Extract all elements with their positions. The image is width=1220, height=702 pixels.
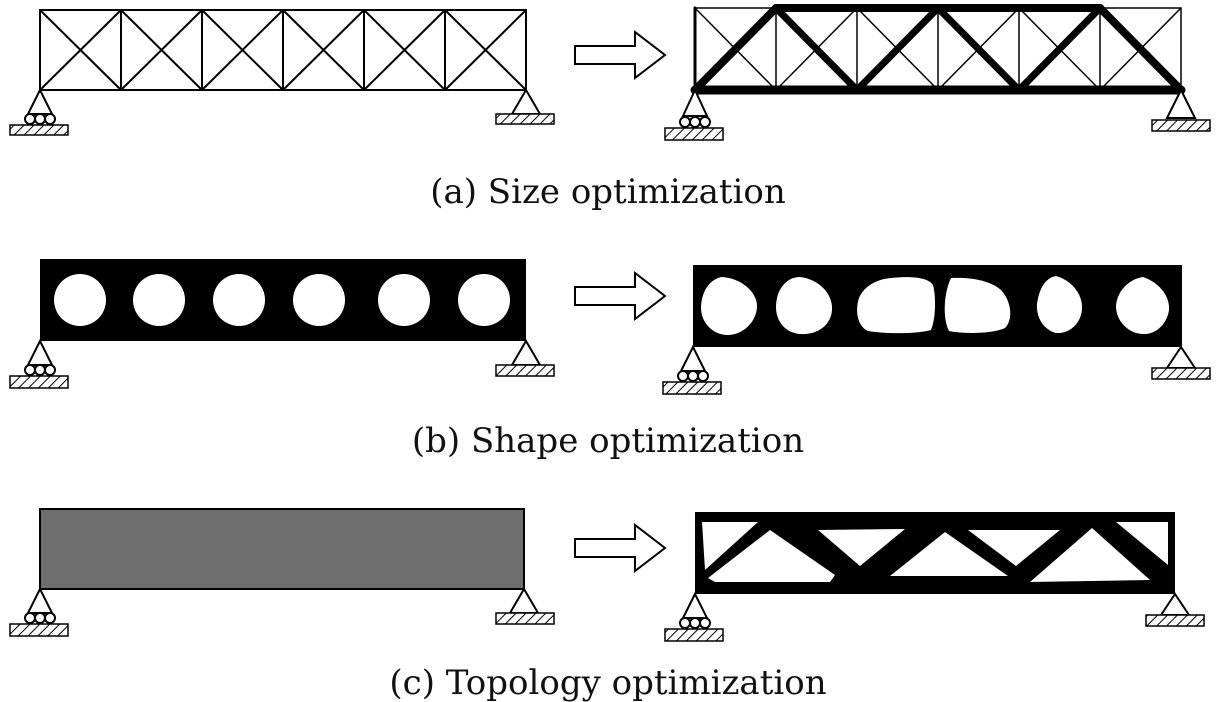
reshaped-hole: [1036, 276, 1083, 334]
caption-b: (b) Shape optimization: [412, 421, 804, 461]
arrow-icon: [574, 270, 667, 322]
circular-hole: [213, 274, 265, 326]
panel-a-before-truss: [39, 9, 527, 91]
panel-a: (a) Size optimization: [9, 4, 1211, 212]
reshaped-hole: [944, 277, 1011, 333]
void-region: [890, 532, 1008, 576]
thick-members: [690, 4, 1186, 95]
panel-b-after-beam: [693, 265, 1182, 347]
pin-support: [1151, 345, 1211, 380]
pin-support: [1145, 592, 1205, 627]
caption-c: (c) Topology optimization: [389, 663, 826, 702]
pin-support: [495, 88, 555, 125]
roller-support: [664, 87, 724, 141]
reshaped-hole: [776, 277, 833, 335]
roller-support: [9, 586, 69, 637]
panel-b-before-beam: [40, 259, 526, 341]
circular-hole: [133, 274, 185, 326]
circular-hole: [378, 274, 430, 326]
panel-c-after-layout: [695, 512, 1175, 594]
roller-support: [662, 344, 722, 395]
void-region: [1116, 522, 1168, 565]
reshaped-hole: [1116, 277, 1170, 335]
design-domain: [39, 508, 525, 590]
void-region: [702, 522, 758, 570]
reshaped-hole: [857, 277, 936, 334]
pin-support: [1151, 87, 1211, 132]
circular-hole: [458, 274, 510, 326]
pin-support: [495, 587, 555, 625]
pin-support: [495, 339, 555, 377]
roller-support: [664, 591, 724, 642]
panel-c: (c) Topology optimization: [9, 508, 1205, 702]
circular-hole: [293, 274, 345, 326]
caption-a: (a) Size optimization: [430, 172, 786, 212]
void-region: [818, 529, 905, 566]
roller-support: [9, 87, 69, 136]
circular-hole: [54, 274, 106, 326]
arrow-icon: [574, 29, 667, 81]
arrow-icon: [574, 522, 667, 574]
panel-b: (b) Shape optimization: [9, 259, 1211, 461]
void-region: [1030, 528, 1150, 582]
void-region: [708, 530, 835, 582]
roller-support: [9, 338, 69, 389]
reshaped-hole: [701, 277, 757, 336]
void-region: [968, 530, 1060, 566]
